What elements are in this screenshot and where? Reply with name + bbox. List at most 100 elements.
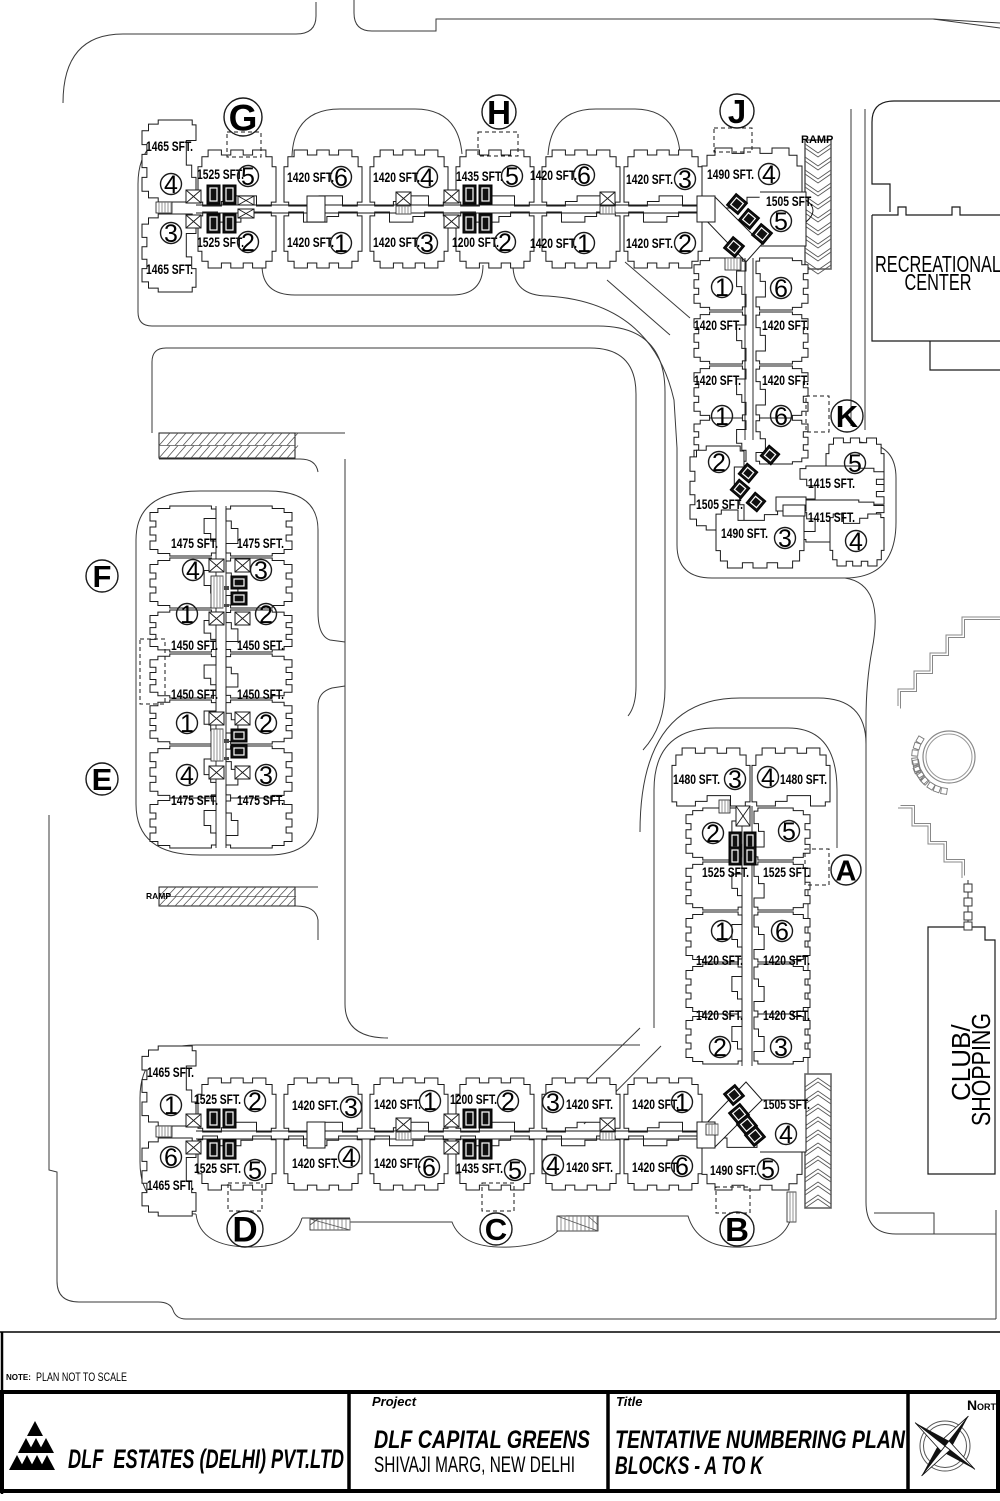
svg-text:F: F <box>93 559 112 594</box>
svg-text:1420 SFT.: 1420 SFT. <box>566 1097 613 1113</box>
svg-text:1525 SFT.: 1525 SFT. <box>194 1161 241 1177</box>
svg-text:5: 5 <box>782 818 796 846</box>
svg-text:1450 SFT.: 1450 SFT. <box>237 638 284 654</box>
svg-text:1420 SFT.: 1420 SFT. <box>763 953 810 969</box>
svg-text:DLF ESTATES (DELHI) PVT.LTD: DLF ESTATES (DELHI) PVT.LTD <box>68 1444 344 1474</box>
svg-text:1475 SFT.: 1475 SFT. <box>171 793 218 809</box>
svg-text:2: 2 <box>498 229 512 257</box>
svg-text:4: 4 <box>186 557 200 585</box>
svg-text:1505 SFT.: 1505 SFT. <box>696 497 743 513</box>
svg-text:1: 1 <box>715 403 729 431</box>
svg-text:2: 2 <box>712 449 726 477</box>
svg-text:1: 1 <box>164 1092 178 1120</box>
svg-text:CENTER: CENTER <box>905 269 972 295</box>
svg-text:E: E <box>92 762 113 797</box>
svg-text:5: 5 <box>241 163 255 191</box>
svg-text:2: 2 <box>259 710 273 738</box>
svg-text:2: 2 <box>678 230 692 258</box>
svg-text:D: D <box>232 1211 257 1250</box>
svg-text:2: 2 <box>248 1088 262 1116</box>
svg-text:4: 4 <box>164 171 178 199</box>
svg-text:1475 SFT.: 1475 SFT. <box>237 536 284 552</box>
svg-text:RAMP: RAMP <box>146 891 171 901</box>
svg-text:PLAN NOT TO SCALE: PLAN NOT TO SCALE <box>36 1372 127 1384</box>
svg-text:1435 SFT.: 1435 SFT. <box>456 1161 503 1177</box>
svg-text:2: 2 <box>241 229 255 257</box>
svg-text:3: 3 <box>774 1034 788 1062</box>
svg-text:4: 4 <box>342 1144 356 1172</box>
svg-text:6: 6 <box>774 403 788 431</box>
svg-text:1420 SFT.: 1420 SFT. <box>373 235 420 251</box>
svg-text:J: J <box>728 93 746 130</box>
svg-text:DLF CAPITAL GREENS: DLF CAPITAL GREENS <box>374 1426 590 1454</box>
svg-text:1200 SFT.: 1200 SFT. <box>450 1092 497 1108</box>
svg-text:1490 SFT.: 1490 SFT. <box>710 1163 757 1179</box>
svg-text:1420 SFT.: 1420 SFT. <box>763 1008 810 1024</box>
svg-text:1490 SFT.: 1490 SFT. <box>721 526 768 542</box>
svg-text:1415 SFT.: 1415 SFT. <box>808 510 855 526</box>
svg-text:1435 SFT.: 1435 SFT. <box>456 169 503 185</box>
svg-text:1420 SFT.: 1420 SFT. <box>566 1160 613 1176</box>
svg-text:3: 3 <box>344 1094 358 1122</box>
svg-text:1: 1 <box>334 230 348 258</box>
svg-text:1525 SFT.: 1525 SFT. <box>197 235 244 251</box>
svg-text:6: 6 <box>675 1153 689 1181</box>
svg-text:1465 SFT.: 1465 SFT. <box>146 262 193 278</box>
svg-text:4: 4 <box>761 764 775 792</box>
svg-text:1475 SFT.: 1475 SFT. <box>237 793 284 809</box>
svg-text:1420 SFT.: 1420 SFT. <box>287 170 334 186</box>
svg-text:1525 SFT.: 1525 SFT. <box>702 865 749 881</box>
svg-text:1: 1 <box>423 1088 437 1116</box>
svg-text:1: 1 <box>180 601 194 629</box>
svg-text:5: 5 <box>248 1157 262 1185</box>
svg-text:ORTH: ORTH <box>977 1402 1000 1412</box>
svg-text:4: 4 <box>546 1152 560 1180</box>
svg-text:1: 1 <box>577 230 591 258</box>
svg-text:2: 2 <box>713 1034 727 1062</box>
svg-text:5: 5 <box>761 1156 775 1184</box>
svg-text:3: 3 <box>259 762 273 790</box>
svg-text:1420 SFT.: 1420 SFT. <box>374 1156 421 1172</box>
svg-text:1420 SFT.: 1420 SFT. <box>626 172 673 188</box>
svg-text:N: N <box>967 1397 977 1413</box>
svg-text:1505 SFT.: 1505 SFT. <box>766 194 813 210</box>
svg-text:1450 SFT.: 1450 SFT. <box>171 687 218 703</box>
svg-text:SHIVAJI MARG, NEW DELHI: SHIVAJI MARG, NEW DELHI <box>374 1452 575 1477</box>
svg-text:6: 6 <box>334 164 348 192</box>
svg-text:1415 SFT.: 1415 SFT. <box>808 476 855 492</box>
svg-text:1: 1 <box>180 710 194 738</box>
svg-text:1420 SFT.: 1420 SFT. <box>632 1160 679 1176</box>
svg-text:4: 4 <box>762 161 776 189</box>
svg-text:5: 5 <box>508 1157 522 1185</box>
svg-text:1505 SFT.: 1505 SFT. <box>763 1097 810 1113</box>
svg-text:1: 1 <box>715 274 729 302</box>
svg-text:1525 SFT.: 1525 SFT. <box>194 1092 241 1108</box>
svg-text:1465 SFT.: 1465 SFT. <box>147 1065 194 1081</box>
svg-text:1450 SFT.: 1450 SFT. <box>237 687 284 703</box>
svg-text:1475 SFT.: 1475 SFT. <box>171 536 218 552</box>
svg-text:1: 1 <box>675 1089 689 1117</box>
svg-text:1480 SFT.: 1480 SFT. <box>780 772 827 788</box>
svg-text:2: 2 <box>501 1088 515 1116</box>
svg-text:H: H <box>487 94 511 131</box>
svg-text:3: 3 <box>546 1089 560 1117</box>
svg-text:3: 3 <box>254 557 268 585</box>
svg-text:6: 6 <box>577 162 591 190</box>
svg-text:6: 6 <box>774 275 788 303</box>
svg-text:5: 5 <box>774 208 788 236</box>
svg-text:G: G <box>229 97 258 138</box>
svg-text:K: K <box>836 399 859 434</box>
svg-text:Title: Title <box>616 1394 643 1409</box>
svg-text:1480 SFT.: 1480 SFT. <box>673 772 720 788</box>
svg-text:1420 SFT.: 1420 SFT. <box>530 236 577 252</box>
svg-text:RAMP: RAMP <box>801 134 833 146</box>
svg-text:6: 6 <box>422 1154 436 1182</box>
svg-text:1490 SFT.: 1490 SFT. <box>707 167 754 183</box>
svg-text:C: C <box>485 1212 507 1247</box>
svg-text:B: B <box>725 1211 749 1248</box>
svg-text:1420 SFT.: 1420 SFT. <box>694 373 741 389</box>
svg-text:Project: Project <box>372 1394 417 1409</box>
svg-text:2: 2 <box>259 601 273 629</box>
svg-text:1450 SFT.: 1450 SFT. <box>171 638 218 654</box>
svg-text:1420 SFT.: 1420 SFT. <box>762 373 809 389</box>
